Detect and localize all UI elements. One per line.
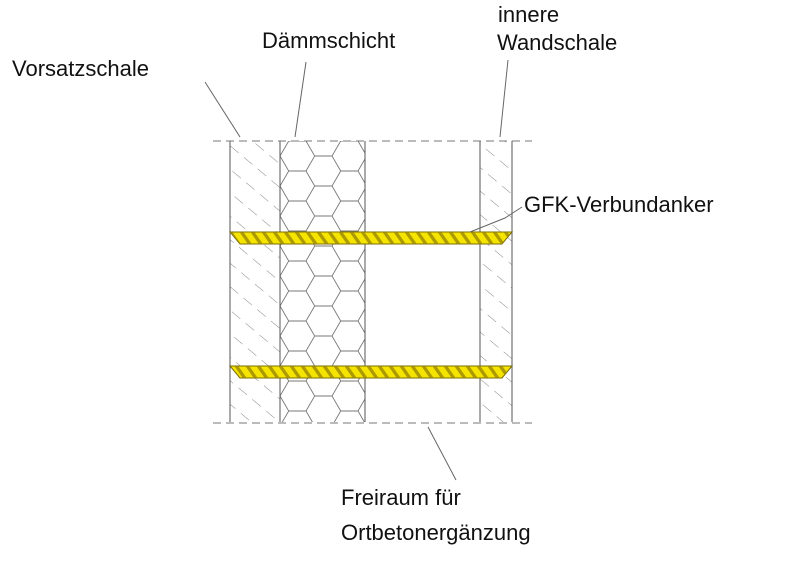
label-daemmschicht: Dämmschicht [262, 28, 396, 53]
label-vorsatzschale: Vorsatzschale [12, 56, 149, 81]
anchor-bottom [228, 365, 514, 379]
anchor-top [228, 231, 514, 245]
label-gfk-verbundanker: GFK-Verbundanker [524, 192, 714, 217]
label-wandschale: Wandschale [497, 30, 618, 55]
insulation-layer [280, 141, 365, 422]
outer-leaf [230, 141, 280, 422]
inner-leaf [480, 141, 512, 422]
label-freiraum: Freiraum für [341, 485, 461, 510]
label-innere: innere [498, 2, 560, 27]
leader-lines [204, 59, 523, 481]
section-cut-lines [213, 140, 532, 424]
label-ortbetonergaenzung: Ortbetonergänzung [341, 520, 531, 545]
